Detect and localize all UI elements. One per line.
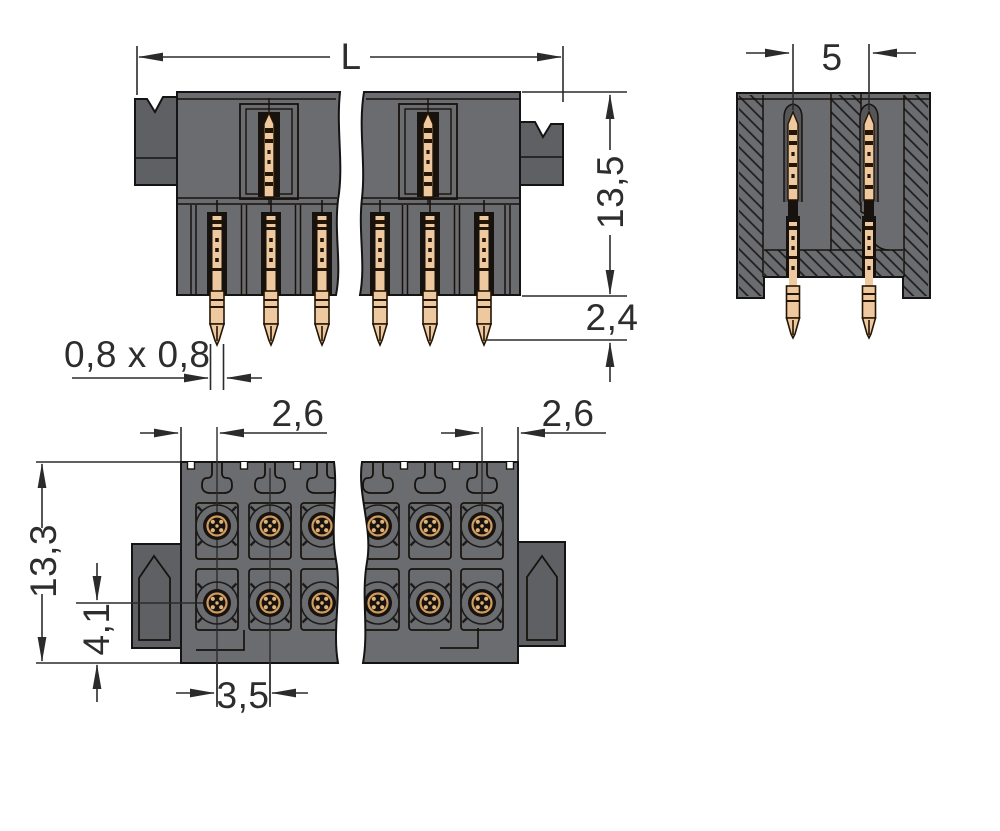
body-panel-lines [177,98,520,294]
latch-arrow-left [138,554,171,641]
dim-edge-to-pin-left-label: 2,6 [272,393,325,434]
dim-length-label: L [340,36,361,77]
solder-pin [369,199,391,346]
section-bottom-pin [861,215,877,339]
dim-pole-pitch-label: 3,5 [217,675,270,716]
dim-row-pitch-label: 5 [821,37,842,78]
mounting-flange-left [134,96,178,186]
section-bottom-pin [785,215,801,339]
dim-edge-to-pin-right-label: 2,6 [542,393,595,434]
mounting-flange-right [519,121,564,186]
solder-pin [419,199,441,346]
solder-pin [473,199,495,346]
dim-depth-label: 13,3 [23,524,64,598]
dim-height-label: 13,5 [590,155,631,229]
dimension-lines [36,44,916,707]
dim-pin-protrusion-label: 2,4 [586,297,639,338]
dimension-labels: L 13,5 2,4 0,8 x 0,8 5 2,6 2,6 13,3 4,1 … [23,36,842,716]
solder-pin [311,199,333,346]
solder-pin [206,199,228,346]
solder-pin [260,199,282,346]
top-view [76,427,566,705]
section-view [736,92,931,339]
side-view [134,91,564,346]
dim-pin-cross-section-label: 0,8 x 0,8 [64,334,210,375]
dim-row-to-edge-label: 4,1 [76,603,117,656]
latch-arrow-right [526,554,558,641]
